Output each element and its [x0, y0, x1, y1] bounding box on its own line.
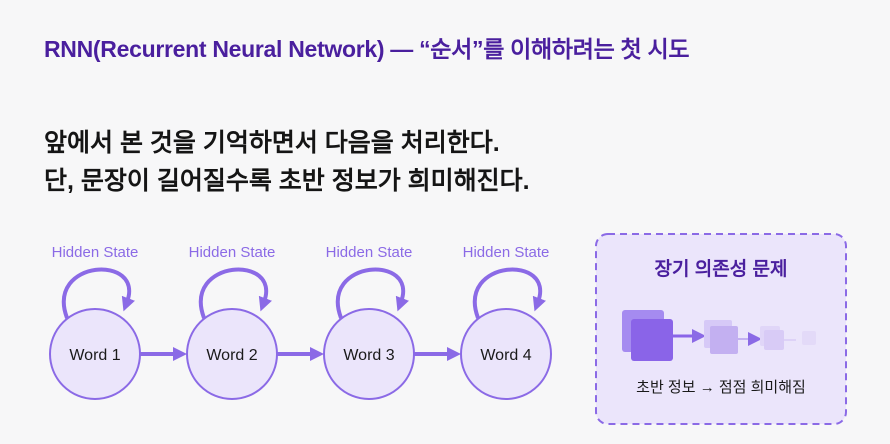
panel-caption: 초반 정보 → 점점 희미해짐: [636, 379, 806, 396]
recurrent-loop-arrow: [336, 267, 409, 319]
fading-squares: [622, 310, 816, 361]
square-1: [631, 319, 673, 361]
hidden-state-label: Hidden State: [52, 244, 139, 261]
word-node: [460, 308, 552, 400]
word-node-label: Word 2: [206, 347, 257, 364]
recurrent-loop-arrow: [473, 267, 546, 319]
hidden-state-label: Hidden State: [463, 244, 550, 261]
word-node-label: Word 3: [343, 347, 394, 364]
recurrent-loop-arrow: [199, 267, 272, 319]
word-node-label: Word 4: [480, 347, 531, 364]
recurrent-loop-arrow: [62, 267, 135, 319]
word-node-label: Word 1: [69, 347, 120, 364]
lead-text: 앞에서 본 것을 기억하면서 다음을 처리한다. 단, 문장이 길어질수록 초반…: [44, 124, 530, 200]
panel-title: 장기 의존성 문제: [655, 258, 788, 280]
square-3: [764, 330, 784, 350]
hidden-state-label: Hidden State: [189, 244, 276, 261]
page-title: RNN(Recurrent Neural Network) — “순서”를 이해…: [44, 36, 690, 62]
square-4: [802, 331, 816, 345]
long-term-dependency-panel: 장기 의존성 문제 초반 정보 → 점점 희미해짐: [595, 233, 847, 425]
lead-line-1: 앞에서 본 것을 기억하면서 다음을 처리한다.: [44, 129, 500, 157]
lead-line-2: 단, 문장이 길어질수록 초반 정보가 희미해진다.: [44, 167, 530, 195]
square-2: [710, 326, 738, 354]
hidden-state-label: Hidden State: [326, 244, 413, 261]
